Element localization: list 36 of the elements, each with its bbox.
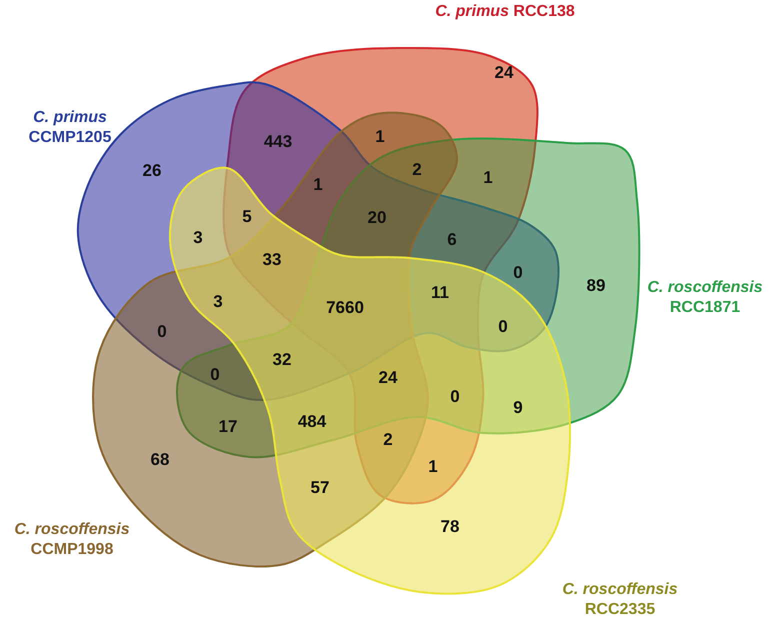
- region-count: 1: [483, 169, 493, 187]
- region-count: 443: [264, 133, 292, 151]
- region-count: 26: [142, 162, 162, 180]
- region-count: 57: [310, 479, 330, 497]
- region-count: 9: [513, 399, 523, 417]
- region-count: 6: [447, 231, 457, 249]
- region-count: 1: [313, 176, 323, 194]
- region-count: 2: [412, 161, 422, 179]
- region-count: 7660: [326, 299, 364, 317]
- region-count: 3: [193, 229, 203, 247]
- region-count: 89: [586, 277, 606, 295]
- region-count: 1: [375, 128, 385, 146]
- region-count: 1: [428, 458, 438, 476]
- region-count: 20: [368, 209, 386, 227]
- region-count: 17: [218, 418, 238, 436]
- region-count: 33: [262, 251, 282, 269]
- set-label: C. roscoffensis RCC2335: [561, 580, 679, 620]
- region-count: 0: [210, 366, 220, 384]
- region-count: 3: [213, 293, 223, 311]
- region-count: 484: [298, 413, 326, 431]
- region-count: 0: [513, 264, 523, 282]
- region-count: 11: [431, 284, 449, 302]
- set-label: C. primus RCC138: [435, 2, 575, 22]
- region-count: 68: [150, 451, 170, 469]
- region-count: 24: [378, 369, 398, 387]
- region-count: 32: [272, 351, 292, 369]
- region-count: 78: [440, 518, 460, 536]
- region-count: 0: [157, 323, 167, 341]
- region-count: 0: [498, 318, 508, 336]
- region-count: 2: [383, 431, 393, 449]
- set-label: C. roscoffensis RCC1871: [646, 278, 764, 318]
- region-count: 5: [242, 208, 252, 226]
- region-count: 24: [494, 64, 514, 82]
- set-label: C. primus CCMP1205: [28, 108, 112, 148]
- region-count: 0: [450, 388, 460, 406]
- set-label: C. roscoffensis CCMP1998: [13, 520, 131, 560]
